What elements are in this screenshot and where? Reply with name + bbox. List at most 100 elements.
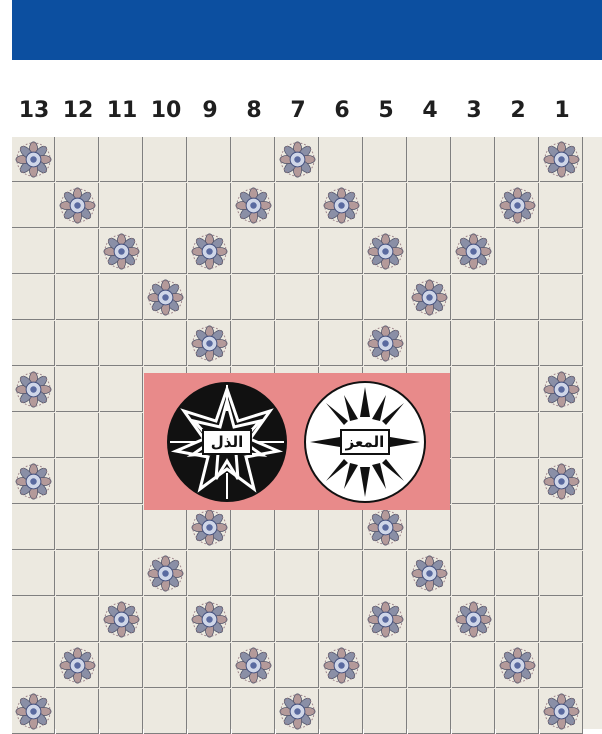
board-cell-with-piece[interactable] xyxy=(232,643,275,688)
board-cell[interactable] xyxy=(540,275,583,320)
board-cell-with-piece[interactable] xyxy=(232,183,275,228)
board-cell[interactable] xyxy=(364,551,407,596)
board-cell[interactable] xyxy=(12,551,55,596)
board-cell[interactable] xyxy=(540,229,583,274)
board-cell[interactable] xyxy=(496,321,539,366)
board-cell[interactable] xyxy=(276,321,319,366)
board-cell[interactable] xyxy=(56,275,99,320)
board-cell[interactable] xyxy=(56,551,99,596)
board-cell[interactable] xyxy=(188,643,231,688)
board-cell[interactable] xyxy=(188,275,231,320)
board-cell[interactable] xyxy=(100,643,143,688)
board-cell[interactable] xyxy=(408,137,451,182)
board-cell[interactable] xyxy=(56,321,99,366)
board-cell[interactable] xyxy=(56,459,99,504)
board-cell[interactable] xyxy=(12,275,55,320)
board-cell[interactable] xyxy=(144,321,187,366)
board-cell[interactable] xyxy=(452,275,495,320)
board-cell[interactable] xyxy=(188,551,231,596)
board-cell-with-piece[interactable] xyxy=(364,597,407,642)
board-cell[interactable] xyxy=(496,459,539,504)
board-cell[interactable] xyxy=(232,551,275,596)
board-cell-with-piece[interactable] xyxy=(12,459,55,504)
board-cell[interactable] xyxy=(496,597,539,642)
board-cell[interactable] xyxy=(540,643,583,688)
board-cell[interactable] xyxy=(12,183,55,228)
board-cell[interactable] xyxy=(408,229,451,274)
board-cell-with-piece[interactable] xyxy=(188,597,231,642)
board-cell[interactable] xyxy=(100,551,143,596)
board-cell[interactable] xyxy=(232,597,275,642)
board-cell[interactable] xyxy=(144,643,187,688)
board-cell[interactable] xyxy=(540,413,583,458)
board-cell[interactable] xyxy=(496,551,539,596)
board-cell[interactable] xyxy=(452,459,495,504)
board-cell[interactable] xyxy=(496,689,539,734)
board-cell-with-piece[interactable] xyxy=(144,275,187,320)
board-cell[interactable] xyxy=(56,413,99,458)
board-cell[interactable] xyxy=(496,413,539,458)
board-cell[interactable] xyxy=(320,275,363,320)
board-cell[interactable] xyxy=(276,551,319,596)
board-cell[interactable] xyxy=(452,551,495,596)
board-cell-with-piece[interactable] xyxy=(496,643,539,688)
board-cell[interactable] xyxy=(452,689,495,734)
board-cell[interactable] xyxy=(320,229,363,274)
board-cell[interactable] xyxy=(100,413,143,458)
board-cell[interactable] xyxy=(232,275,275,320)
board-cell[interactable] xyxy=(364,137,407,182)
board-cell-with-piece[interactable] xyxy=(540,137,583,182)
board-cell[interactable] xyxy=(144,137,187,182)
board-cell[interactable] xyxy=(56,137,99,182)
board-cell[interactable] xyxy=(56,597,99,642)
board-cell-with-piece[interactable] xyxy=(276,689,319,734)
board-cell[interactable] xyxy=(364,643,407,688)
board-cell-with-piece[interactable] xyxy=(408,551,451,596)
board-cell[interactable] xyxy=(144,597,187,642)
board-cell[interactable] xyxy=(100,275,143,320)
board-cell[interactable] xyxy=(276,505,319,550)
board-cell[interactable] xyxy=(12,413,55,458)
board-cell-with-piece[interactable] xyxy=(56,183,99,228)
board-cell-with-piece[interactable] xyxy=(12,367,55,412)
board-cell[interactable] xyxy=(100,505,143,550)
board-cell[interactable] xyxy=(232,229,275,274)
board-cell[interactable] xyxy=(364,689,407,734)
board-cell[interactable] xyxy=(100,321,143,366)
board-cell[interactable] xyxy=(56,505,99,550)
board-cell[interactable] xyxy=(496,367,539,412)
board-cell[interactable] xyxy=(188,689,231,734)
board-cell[interactable] xyxy=(320,689,363,734)
board-cell[interactable] xyxy=(144,229,187,274)
board-cell[interactable] xyxy=(408,597,451,642)
board-cell[interactable] xyxy=(100,459,143,504)
board-cell[interactable] xyxy=(540,183,583,228)
board-cell-with-piece[interactable] xyxy=(56,643,99,688)
board-cell[interactable] xyxy=(232,689,275,734)
board-cell[interactable] xyxy=(144,505,187,550)
board-cell[interactable] xyxy=(12,597,55,642)
board-cell[interactable] xyxy=(232,505,275,550)
board-cell[interactable] xyxy=(452,413,495,458)
board-cell[interactable] xyxy=(12,229,55,274)
board-cell[interactable] xyxy=(320,505,363,550)
board-cell[interactable] xyxy=(540,505,583,550)
board-cell[interactable] xyxy=(56,367,99,412)
board-cell[interactable] xyxy=(452,643,495,688)
board-cell-with-piece[interactable] xyxy=(100,597,143,642)
board-cell[interactable] xyxy=(100,137,143,182)
board-cell-with-piece[interactable] xyxy=(452,597,495,642)
board-cell[interactable] xyxy=(452,505,495,550)
board-cell[interactable] xyxy=(408,689,451,734)
board-cell-with-piece[interactable] xyxy=(320,183,363,228)
board-cell[interactable] xyxy=(188,183,231,228)
board-cell[interactable] xyxy=(276,643,319,688)
board-cell[interactable] xyxy=(188,137,231,182)
board-cell[interactable] xyxy=(408,321,451,366)
board-cell-with-piece[interactable] xyxy=(320,643,363,688)
board-cell[interactable] xyxy=(100,367,143,412)
board-cell-with-piece[interactable] xyxy=(540,367,583,412)
board-cell[interactable] xyxy=(408,505,451,550)
board-cell-with-piece[interactable] xyxy=(408,275,451,320)
board-cell[interactable] xyxy=(144,183,187,228)
